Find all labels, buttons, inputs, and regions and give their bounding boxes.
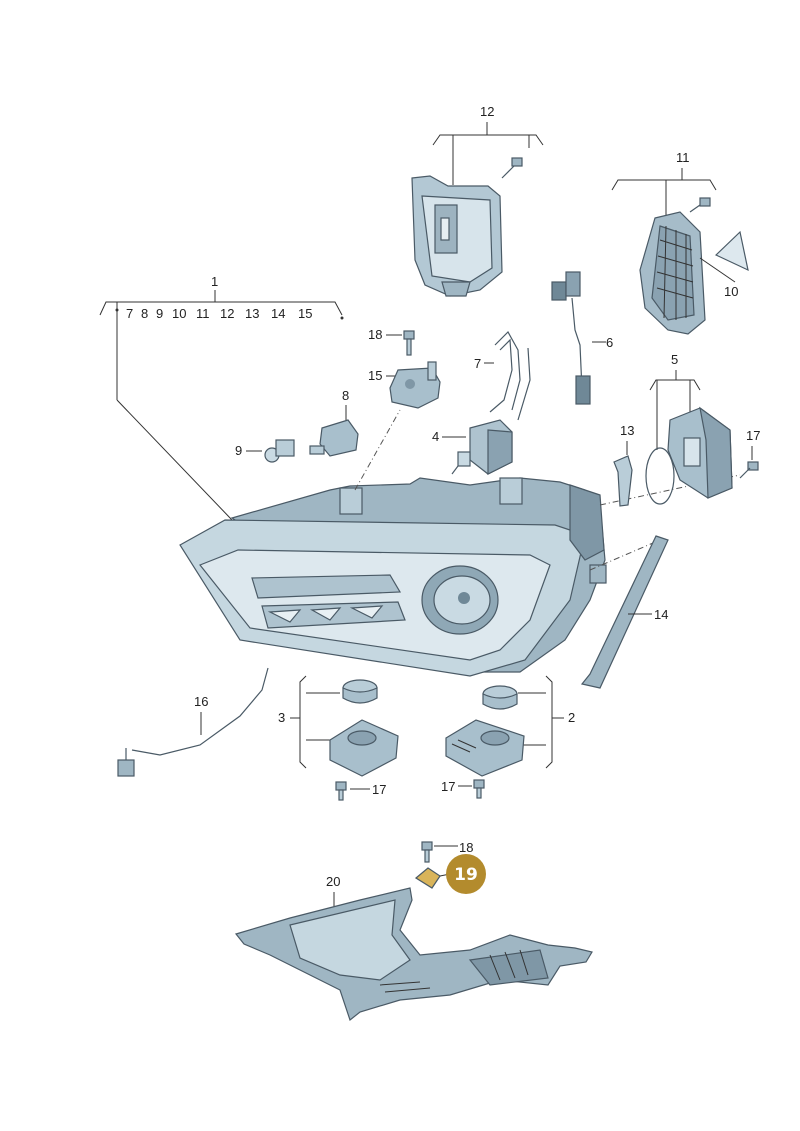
callout-2: 2	[518, 675, 575, 769]
label-7: 7	[474, 356, 481, 371]
callout-8: 8	[342, 388, 349, 420]
label-18-bottom: 18	[459, 840, 473, 855]
label-1-sub-15: 15	[298, 306, 312, 321]
wire-bracket-part-7: 7	[474, 331, 531, 421]
label-1-sub-7: 7	[126, 306, 133, 321]
cap-part-2	[482, 685, 518, 710]
ballast-part-2	[445, 719, 525, 777]
label-13: 13	[620, 423, 634, 438]
label-14: 14	[654, 607, 668, 622]
label-3: 3	[278, 710, 285, 725]
callout-1-bracket: 1 7 8 9 10 11 12 13 14 15	[99, 274, 344, 521]
label-1: 1	[211, 274, 218, 289]
callout-3: 3	[278, 675, 340, 769]
label-8: 8	[342, 388, 349, 403]
label-15: 15	[368, 368, 382, 383]
label-4: 4	[432, 429, 439, 444]
ballast-part-3	[329, 719, 399, 777]
label-5: 5	[671, 352, 678, 367]
callout-9: 9	[235, 443, 262, 458]
label-12: 12	[480, 104, 494, 119]
label-18-top: 18	[368, 327, 382, 342]
label-1-sub-8: 8	[141, 306, 148, 321]
socket-part-8	[309, 419, 359, 457]
label-17-mid: 17	[441, 779, 455, 794]
rear-cover-part-12	[411, 175, 503, 297]
label-19: 19	[454, 865, 478, 885]
callout-17-right: 17	[739, 428, 760, 479]
label-6: 6	[606, 335, 613, 350]
callout-13: 13	[620, 423, 634, 455]
callout-17-left: 17	[335, 781, 386, 801]
label-1-sub-9: 9	[156, 306, 163, 321]
grommet-part-13	[613, 455, 633, 507]
label-1-sub-12: 12	[220, 306, 234, 321]
label-2: 2	[568, 710, 575, 725]
label-17-right: 17	[746, 428, 760, 443]
label-17-left: 17	[372, 782, 386, 797]
label-9: 9	[235, 443, 242, 458]
wiring-harness-part-6: 6	[551, 271, 613, 405]
label-1-sub-13: 13	[245, 306, 259, 321]
screw-11	[689, 197, 711, 213]
screw-12	[501, 157, 523, 179]
bulb-part-9	[264, 439, 295, 463]
rear-cover-part-11	[639, 211, 706, 335]
label-11: 11	[676, 150, 690, 165]
clip-nut-part-19	[414, 867, 451, 889]
headlight-housing	[179, 477, 607, 677]
label-1-sub-10: 10	[172, 306, 186, 321]
cap-part-3	[342, 679, 378, 704]
callout-5: 5	[649, 352, 701, 450]
bulb-part-4: 4	[432, 419, 513, 475]
highlight-badge-19: 19	[446, 854, 486, 894]
seal-strip-part-14: 14	[580, 535, 669, 689]
label-20: 20	[326, 874, 340, 889]
bracket-part-15	[389, 361, 441, 409]
callout-17-mid: 17	[441, 779, 485, 799]
label-10: 10	[724, 284, 738, 299]
callout-11: 11	[611, 150, 717, 215]
seal-ring-part-5	[645, 447, 675, 505]
warning-label-part-10: 10	[699, 230, 749, 299]
label-16: 16	[194, 694, 208, 709]
callout-18-top: 18	[368, 327, 415, 356]
callout-12: 12	[432, 104, 544, 185]
sensor-rod-part-16: 16	[117, 667, 269, 777]
label-1-sub-14: 14	[271, 306, 285, 321]
callout-18-bottom: 18	[421, 840, 473, 863]
label-1-sub-11: 11	[196, 306, 210, 321]
mounting-bracket-part-20	[234, 887, 593, 1022]
control-module-part-5	[667, 406, 733, 499]
